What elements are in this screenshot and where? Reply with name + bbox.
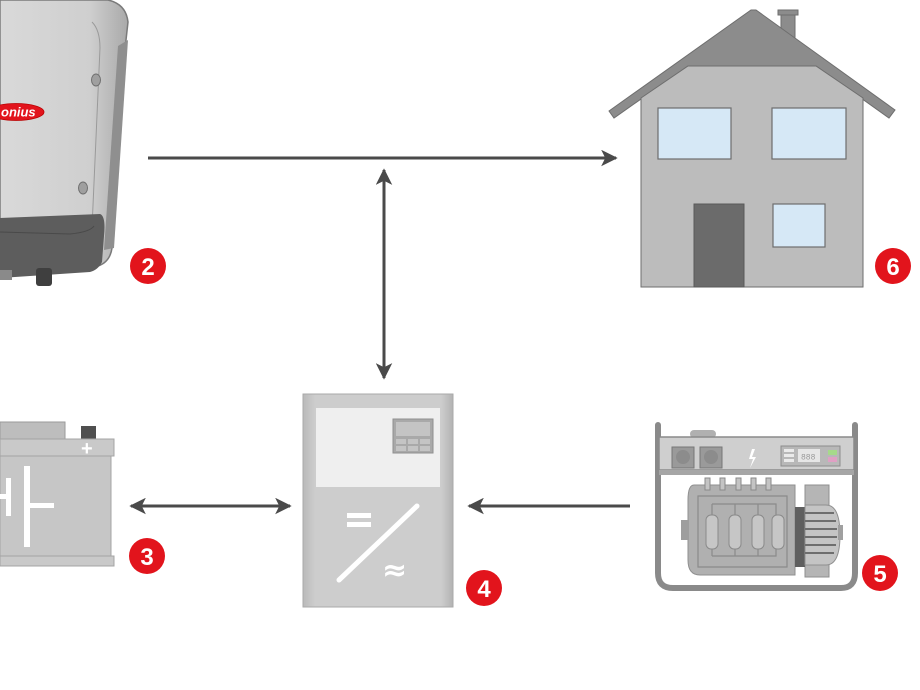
inverter: onius <box>0 0 129 286</box>
badge-3: 3 <box>129 538 165 574</box>
badge-6-label: 6 <box>886 254 899 281</box>
connections <box>129 149 630 515</box>
ac-symbol-icon: ≈ <box>382 553 407 588</box>
generator-display: 888 <box>801 454 816 463</box>
battery-converter: ≈ <box>302 393 454 608</box>
dc-symbol-icon <box>347 513 371 527</box>
door <box>693 203 745 288</box>
converter-slash <box>336 503 420 583</box>
battery: + <box>0 421 115 567</box>
badge-3-label: 3 <box>140 544 153 571</box>
badge-4-label: 4 <box>477 576 491 603</box>
window-top-left <box>657 107 732 160</box>
generator: 888 <box>655 422 858 591</box>
window-top-right <box>771 107 847 160</box>
house <box>608 9 896 288</box>
battery-symbol-icon <box>0 466 54 547</box>
brand-logo-text: onius <box>1 105 36 120</box>
badge-5: 5 <box>862 555 898 591</box>
badge-4: 4 <box>466 570 502 606</box>
badge-6: 6 <box>875 248 911 284</box>
lightning-icon <box>749 449 756 468</box>
window-bottom-right <box>772 203 826 248</box>
badge-2: 2 <box>130 248 166 284</box>
plus-terminal-icon: + <box>81 438 93 460</box>
badge-2-label: 2 <box>141 254 154 281</box>
badge-5-label: 5 <box>873 561 886 588</box>
brand-logo: onius <box>0 103 45 121</box>
keypad-icon <box>392 418 434 454</box>
